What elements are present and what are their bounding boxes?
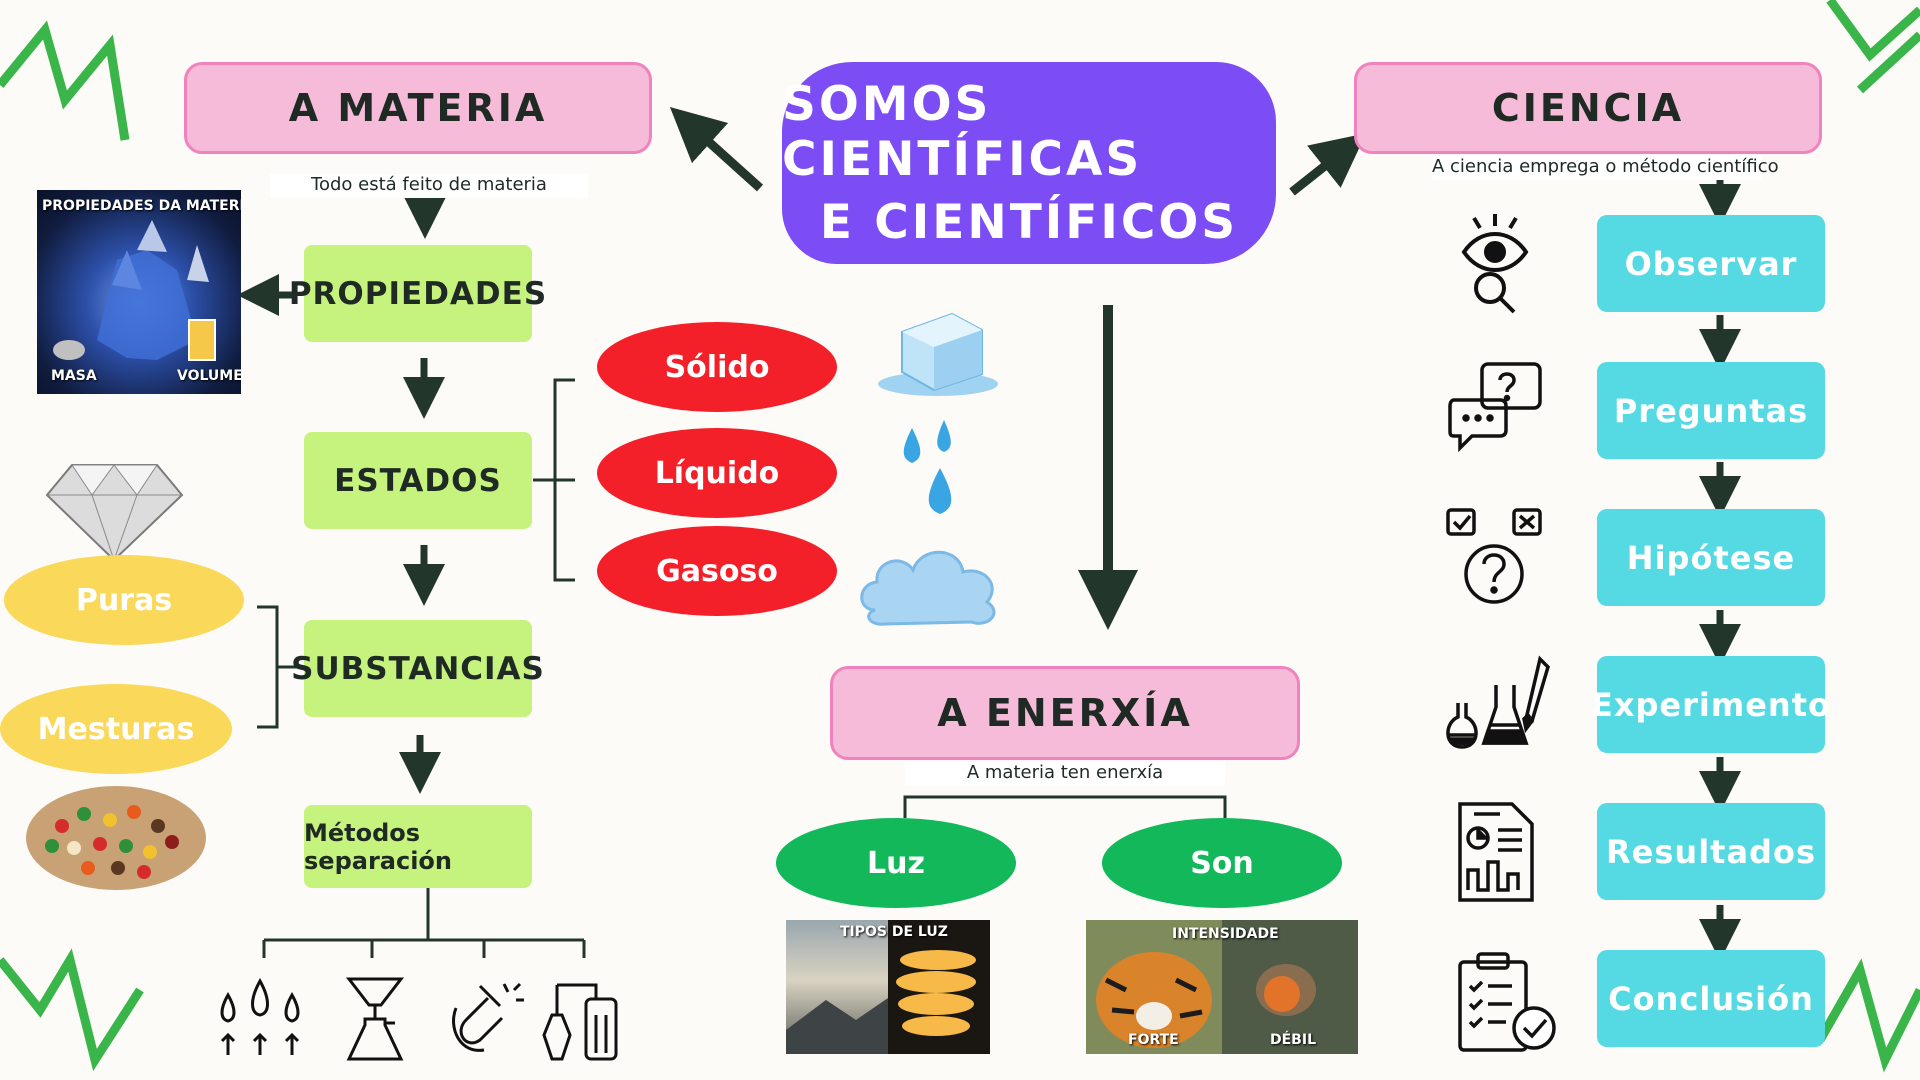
son-photo: INTENSIDADE FORTE DÉBIL <box>1086 920 1358 1054</box>
estados-box: ESTADOS <box>304 432 532 529</box>
materia-caption: Todo está feito de materia <box>270 174 588 198</box>
state-liquido: Líquido <box>597 428 837 518</box>
filtration-icon <box>345 977 405 1061</box>
energy-luz: Luz <box>776 818 1016 908</box>
diamond-icon <box>45 464 184 562</box>
substance-mesturas: Mesturas <box>0 684 232 774</box>
main-title-line1: SOMOS CIENTÍFICAS <box>782 76 1143 187</box>
state-solido: Sólido <box>597 322 837 412</box>
hypothesis-icon <box>1446 508 1542 604</box>
state-gasoso: Gasoso <box>597 526 837 616</box>
checklist-clipboard-icon <box>1458 952 1556 1052</box>
propiedades-photo-masa: MASA <box>51 368 97 384</box>
materia-header: A MATERIA <box>184 62 652 154</box>
mixed-seeds-icon <box>26 786 206 890</box>
substancias-box: SUBSTANCIAS <box>291 620 544 717</box>
son-photo-title: INTENSIDADE <box>1172 926 1279 942</box>
question-chat-icon <box>1448 362 1542 452</box>
propiedades-box: PROPIEDADES <box>289 245 546 342</box>
step-hipotese: Hipótese <box>1597 509 1825 606</box>
report-chart-icon <box>1458 802 1534 902</box>
ice-cube-icon <box>878 312 998 396</box>
enerxia-caption: A materia ten enerxía <box>905 762 1225 786</box>
distillation-icon <box>542 983 618 1061</box>
son-photo-forte: FORTE <box>1128 1032 1179 1048</box>
lab-flasks-icon <box>1446 655 1550 749</box>
step-resultados: Resultados <box>1597 803 1825 900</box>
propiedades-photo-title: PROPIEDADES DA MATERIA <box>42 198 241 214</box>
propiedades-photo: PROPIEDADES DA MATERIA MASA VOLUME <box>37 190 241 394</box>
step-conclusion: Conclusión <box>1597 950 1825 1047</box>
cloud-icon <box>860 550 996 626</box>
step-experimento: Experimento <box>1591 656 1830 753</box>
substance-puras: Puras <box>4 555 244 645</box>
son-photo-debil: DÉBIL <box>1270 1032 1316 1048</box>
main-title-card: SOMOS CIENTÍFICAS E CIENTÍFICOS <box>782 62 1276 264</box>
luz-photo-title: TIPOS DE LUZ <box>840 924 948 940</box>
step-observar: Observar <box>1597 215 1825 312</box>
luz-photo: TIPOS DE LUZ <box>786 920 990 1054</box>
enerxia-header: A ENERXÍA <box>830 666 1300 760</box>
arrow-to-ciencia <box>1289 133 1367 196</box>
metodos-separacion-box: Métodos separación <box>304 805 532 888</box>
water-drops-icon <box>903 420 952 514</box>
magnet-icon <box>452 982 524 1052</box>
energy-son: Son <box>1102 818 1342 908</box>
step-preguntas: Preguntas <box>1597 362 1825 459</box>
ciencia-caption: A ciencia emprega o método científico <box>1432 156 1779 180</box>
arrow-to-materia <box>669 106 764 192</box>
evaporation-icon <box>220 977 300 1055</box>
ciencia-header: CIENCIA <box>1354 62 1822 154</box>
propiedades-photo-volume: VOLUME <box>177 368 241 384</box>
main-title-line2: E CIENTÍFICOS <box>819 194 1239 250</box>
eye-search-icon <box>1461 214 1529 314</box>
